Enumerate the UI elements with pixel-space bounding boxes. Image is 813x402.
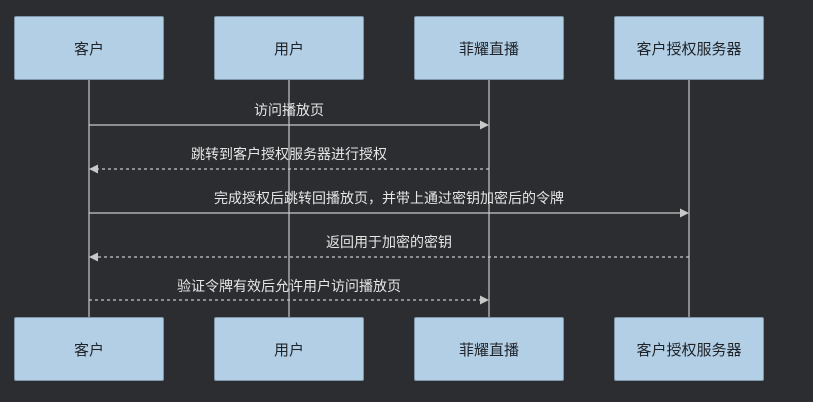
arrowhead-1 [480,120,489,130]
actor-label: 客户授权服务器 [636,340,742,359]
actor-label: 菲耀直播 [458,39,519,58]
arrowhead-5 [480,295,489,305]
actor-top-feiyao: 菲耀直播 [414,16,564,80]
arrowhead-4 [89,252,98,262]
actor-bottom-user: 用户 [214,317,364,381]
actor-label: 客户 [73,39,104,58]
actor-label: 客户 [73,340,104,359]
actor-bottom-feiyao: 菲耀直播 [414,317,564,381]
arrowhead-2 [89,164,98,174]
message-label-5: 验证令牌有效后允许用户访问播放页 [177,279,401,295]
actor-label: 菲耀直播 [458,340,519,359]
actor-top-user: 用户 [214,16,364,80]
message-label-3: 完成授权后跳转回播放页，并带上通过密钥加密后的令牌 [214,191,564,207]
actor-bottom-auth-server: 客户授权服务器 [614,317,764,381]
actor-label: 用户 [273,39,304,58]
actor-top-customer: 客户 [14,16,164,80]
actor-bottom-customer: 客户 [14,317,164,381]
actor-top-auth-server: 客户授权服务器 [614,16,764,80]
actor-label: 用户 [273,340,304,359]
message-label-1: 访问播放页 [254,103,324,119]
arrowhead-3 [680,208,689,218]
actor-label: 客户授权服务器 [636,39,742,58]
message-label-2: 跳转到客户授权服务器进行授权 [191,147,387,163]
message-label-4: 返回用于加密的密钥 [326,235,452,251]
